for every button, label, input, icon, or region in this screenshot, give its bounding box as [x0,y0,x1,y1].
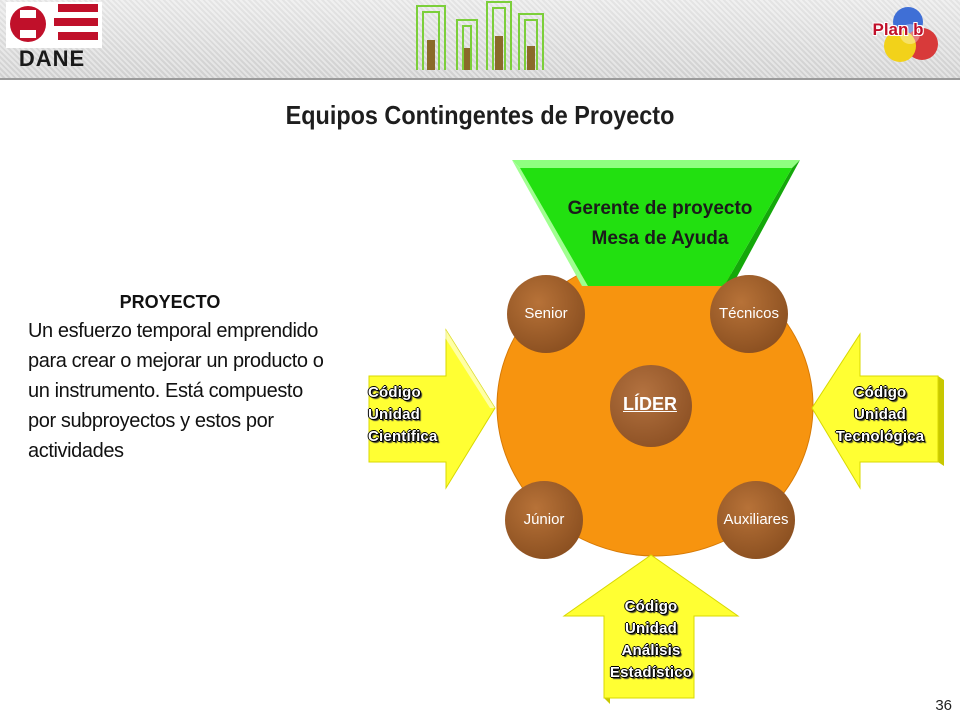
input-line: Científica [368,428,438,445]
input-line: Código [368,384,421,401]
leader-circle [610,365,692,447]
manager-trapezoid [512,160,800,286]
manager-line-1: Gerente de proyecto [567,198,753,219]
arrow-left [368,328,496,490]
input-line: Código [853,384,907,401]
dane-logo-text: DANE [18,46,86,71]
role-label-auxiliares: Auxiliares [723,511,789,528]
role-label-senior: Senior [524,305,568,322]
role-circle-auxiliares [717,481,795,559]
buildings-icon [416,1,544,70]
input-line: Unidad [368,406,421,423]
manager-line-2: Mesa de Ayuda [591,228,729,249]
definition-body: Un esfuerzo temporal emprendido para cre… [28,320,324,462]
team-diagram-shapes [368,160,944,704]
manager-label: Gerente de proyecto Mesa de Ayuda [510,194,810,254]
leader-label: LÍDER [623,394,677,414]
input-label-tecnologica: Código Unidad Tecnológica [820,382,940,448]
input-line: Estadístico [609,664,693,681]
plan-b-logo-icon [884,7,938,62]
input-label-cientifica: Código Unidad Científica [368,382,468,448]
role-label-tecnicos: Técnicos [718,305,780,322]
input-line: Análisis [621,642,681,659]
input-line: Unidad [624,620,678,637]
role-circle-tecnicos [710,275,788,353]
input-line: Código [624,598,678,615]
team-diagram: Gerente de proyecto Mesa de Ayuda Senior… [340,150,960,710]
page-number: 36 [935,697,952,714]
input-line: Unidad [853,406,907,423]
slide-title: Equipos Contingentes de Proyecto [285,100,675,130]
arrow-right [811,332,944,490]
input-label-estadistico: Código Unidad Análisis Estadístico [591,596,711,684]
role-label-junior: Júnior [523,511,565,528]
dane-logo-icon [6,2,102,48]
role-circle-junior [505,481,583,559]
header-banner: DANE Plan [0,0,960,80]
role-circle-senior [507,275,585,353]
input-line: Tecnológica [835,428,925,445]
arrow-bottom [562,554,740,704]
definition-heading: PROYECTO [119,292,221,312]
plan-b-text: Plan b [872,20,924,39]
